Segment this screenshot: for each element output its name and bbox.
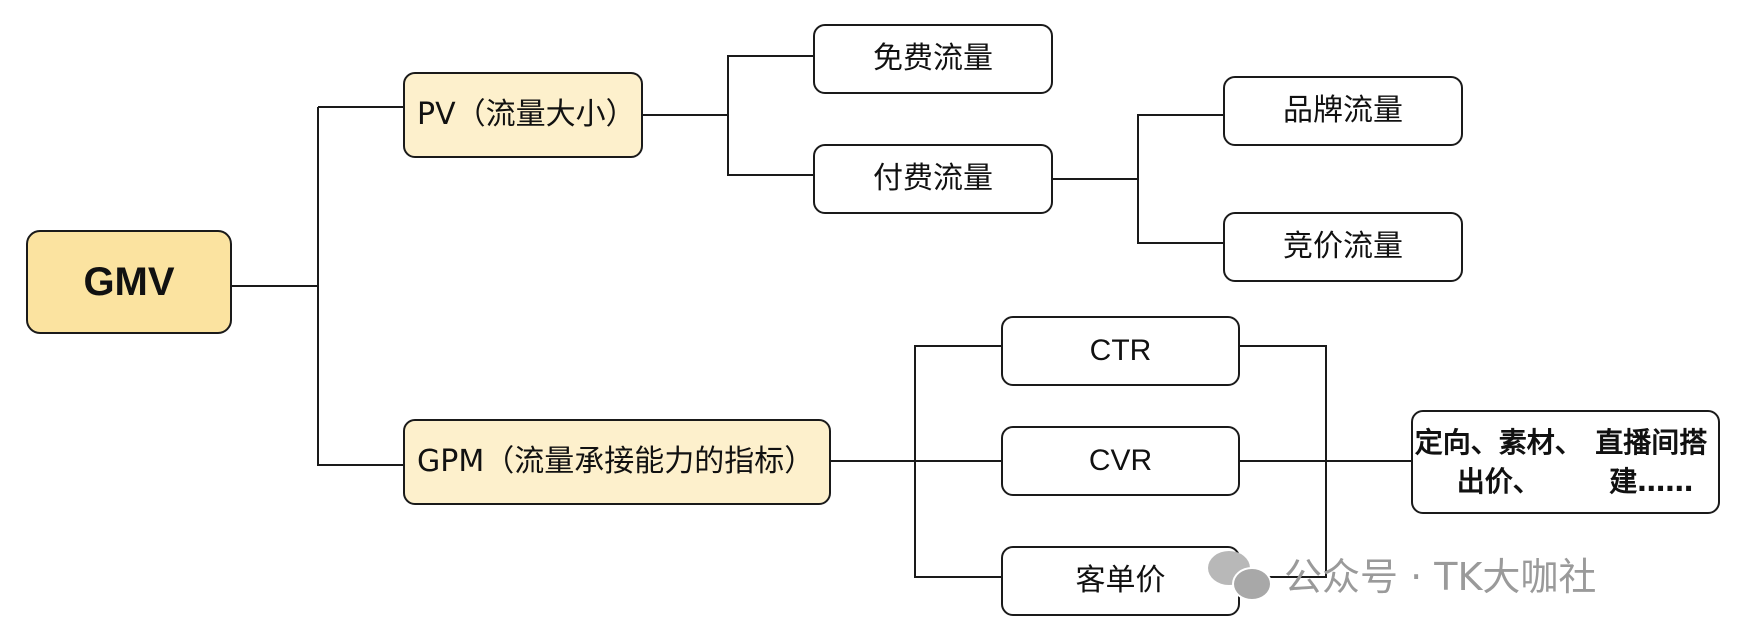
node-pv: PV（流量大小） bbox=[403, 72, 643, 158]
node-cvr: CVR bbox=[1001, 426, 1240, 496]
connector-gpm-ctr-aov bbox=[914, 345, 1001, 578]
node-actions-line-1: 定向、素材、出价、 bbox=[1414, 425, 1583, 498]
watermark: 公众号 · TK大咖社 bbox=[1208, 546, 1596, 601]
node-actions: 定向、素材、出价、 直播间搭建…… bbox=[1411, 410, 1720, 514]
node-actions-line-2: 直播间搭建…… bbox=[1595, 425, 1708, 498]
node-gmv: GMV bbox=[26, 230, 232, 334]
wechat-icon bbox=[1208, 549, 1272, 601]
connector-pv-free-paid bbox=[727, 55, 813, 176]
node-paid-traffic: 付费流量 bbox=[813, 144, 1053, 214]
node-bid-traffic: 竞价流量 bbox=[1223, 212, 1463, 282]
node-average-order-value: 客单价 bbox=[1001, 546, 1240, 616]
connector-paid-brand-bid bbox=[1137, 114, 1223, 244]
node-gpm: GPM（流量承接能力的指标） bbox=[403, 419, 831, 505]
node-free-traffic: 免费流量 bbox=[813, 24, 1053, 94]
watermark-text: 公众号 · TK大咖社 bbox=[1284, 555, 1597, 599]
node-brand-traffic: 品牌流量 bbox=[1223, 76, 1463, 146]
node-ctr: CTR bbox=[1001, 316, 1240, 386]
connector-gmv-pv bbox=[317, 107, 403, 466]
